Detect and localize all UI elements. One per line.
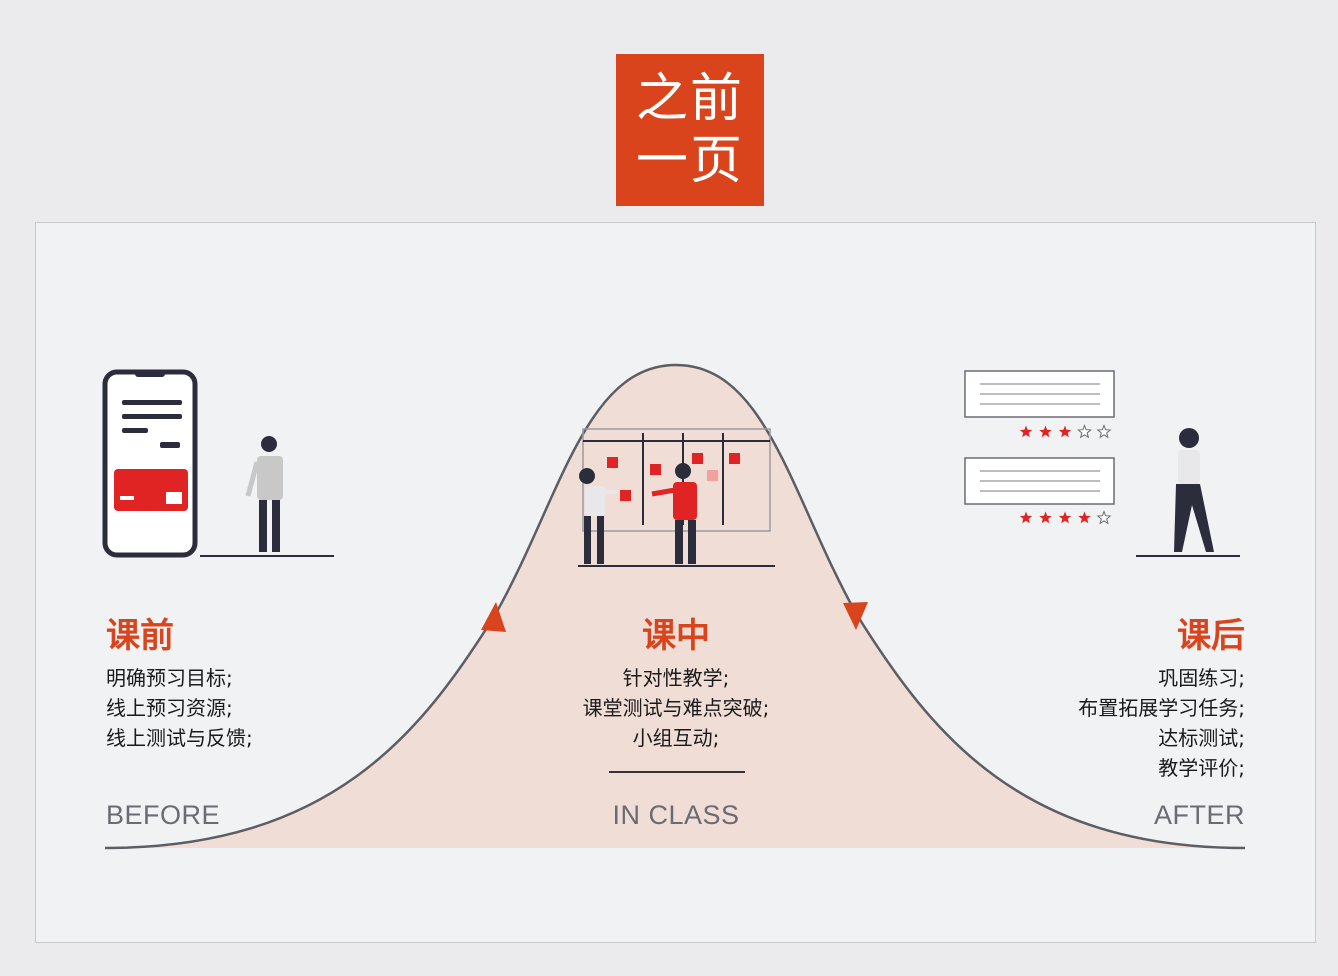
star-rating-2 xyxy=(1019,510,1112,525)
curve-fill xyxy=(105,365,1245,848)
during-label: IN CLASS xyxy=(612,800,740,830)
person-icon xyxy=(1174,428,1214,552)
star-icon xyxy=(1077,424,1092,439)
star-icon xyxy=(1019,425,1033,438)
star-icon xyxy=(1096,424,1112,439)
after-item: 巩固练习; xyxy=(1158,666,1245,690)
before-item: 明确预习目标; xyxy=(106,666,233,690)
person-icon xyxy=(579,468,617,564)
bell-curve-line xyxy=(104,363,1246,850)
star-icon xyxy=(1078,511,1091,524)
during-item: 针对性教学; xyxy=(622,666,730,690)
star-icon xyxy=(1058,511,1072,524)
star-rating-1 xyxy=(1019,424,1112,439)
before-label: BEFORE xyxy=(106,800,221,830)
badge-line-1: 之前 xyxy=(635,69,744,129)
during-item: 课堂测试与难点突破; xyxy=(582,696,770,720)
after-label: AFTER xyxy=(1153,800,1245,830)
before-list: 明确预习目标; 线上预习资源; 线上测试与反馈; xyxy=(106,663,253,753)
badge-line-2: 一页 xyxy=(635,131,744,191)
star-icon xyxy=(1019,511,1033,524)
after-list: 巩固练习; 布置拓展学习任务; 达标测试; 教学评价; xyxy=(1025,663,1245,783)
during-title: 课中 xyxy=(642,616,710,656)
star-icon xyxy=(1039,425,1052,438)
during-list: 针对性教学; 课堂测试与难点突破; 小组互动; xyxy=(556,663,796,753)
before-item: 线上测试与反馈; xyxy=(106,726,253,750)
person-icon xyxy=(651,463,697,564)
person-icon xyxy=(245,436,283,552)
after-item: 达标测试; xyxy=(1158,726,1245,750)
during-item: 小组互动; xyxy=(632,726,720,750)
arrow-up-icon xyxy=(481,602,506,632)
arrow-down-icon xyxy=(843,602,868,630)
title-badge: 之前 一页 xyxy=(616,54,764,206)
after-item: 布置拓展学习任务; xyxy=(1078,696,1245,720)
before-item: 线上预习资源; xyxy=(106,696,233,720)
phone-icon xyxy=(102,369,198,558)
star-icon xyxy=(1058,425,1072,438)
review-card-icon xyxy=(964,370,1115,505)
star-icon xyxy=(1096,510,1112,525)
before-title: 课前 xyxy=(106,616,174,656)
after-title: 课后 xyxy=(1177,616,1245,656)
after-item: 教学评价; xyxy=(1158,756,1245,780)
star-icon xyxy=(1039,511,1052,524)
